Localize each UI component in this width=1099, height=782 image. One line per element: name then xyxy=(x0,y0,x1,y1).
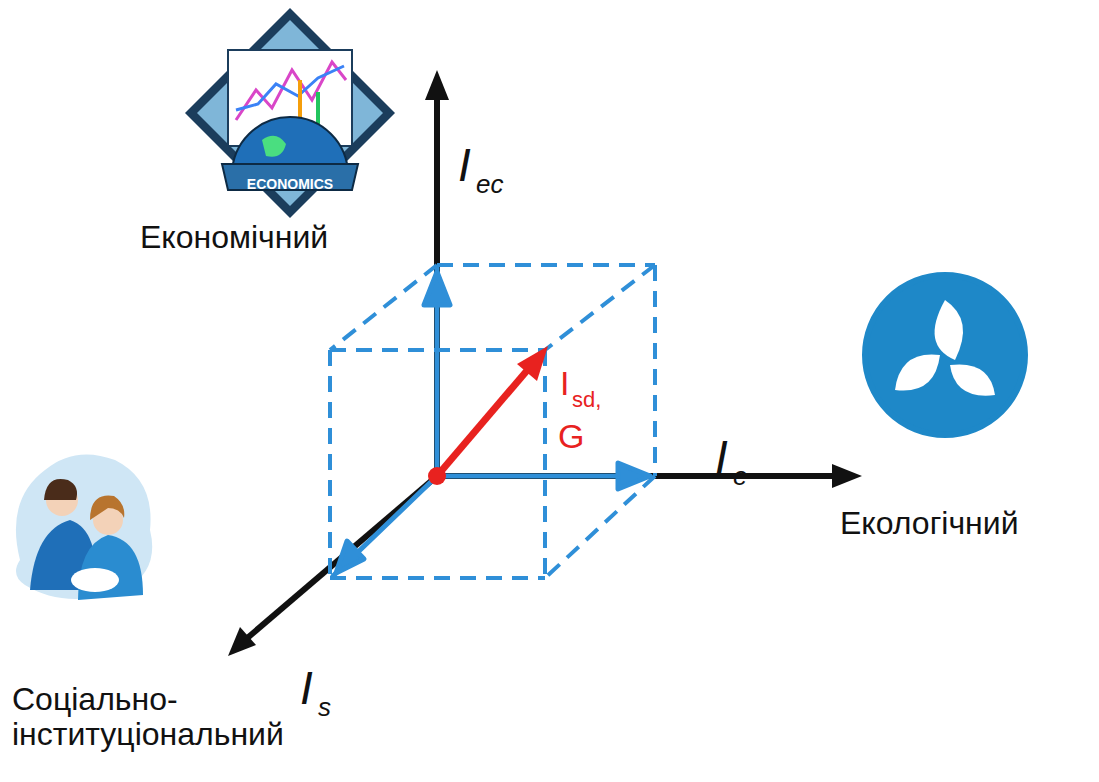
dimension-name: Економічний xyxy=(140,220,328,255)
vector-symbol: I xyxy=(560,365,569,402)
axis-symbol: I xyxy=(458,140,471,191)
economics-icon xyxy=(185,8,395,218)
axis-subscript: e xyxy=(733,462,747,491)
vector-symbol: G xyxy=(558,418,584,455)
ecology-icon xyxy=(865,275,1025,435)
dashed-cube xyxy=(330,265,655,578)
vector-subscript: sd, xyxy=(572,388,601,412)
resultant-vector xyxy=(428,346,548,485)
dimension-name: Соціально- інституціональний xyxy=(12,682,312,752)
axis-heads xyxy=(228,70,862,656)
axis-symbol: I xyxy=(715,432,728,483)
axis-subscript: s xyxy=(318,693,331,722)
component-vectors xyxy=(333,268,650,576)
dimension-name: Екологічний xyxy=(840,506,1019,541)
social-icon xyxy=(16,454,152,600)
axis-symbol: I xyxy=(300,663,313,714)
icon-caption: ECONOMICS xyxy=(247,177,333,192)
axis-subscript: ec xyxy=(476,170,503,199)
